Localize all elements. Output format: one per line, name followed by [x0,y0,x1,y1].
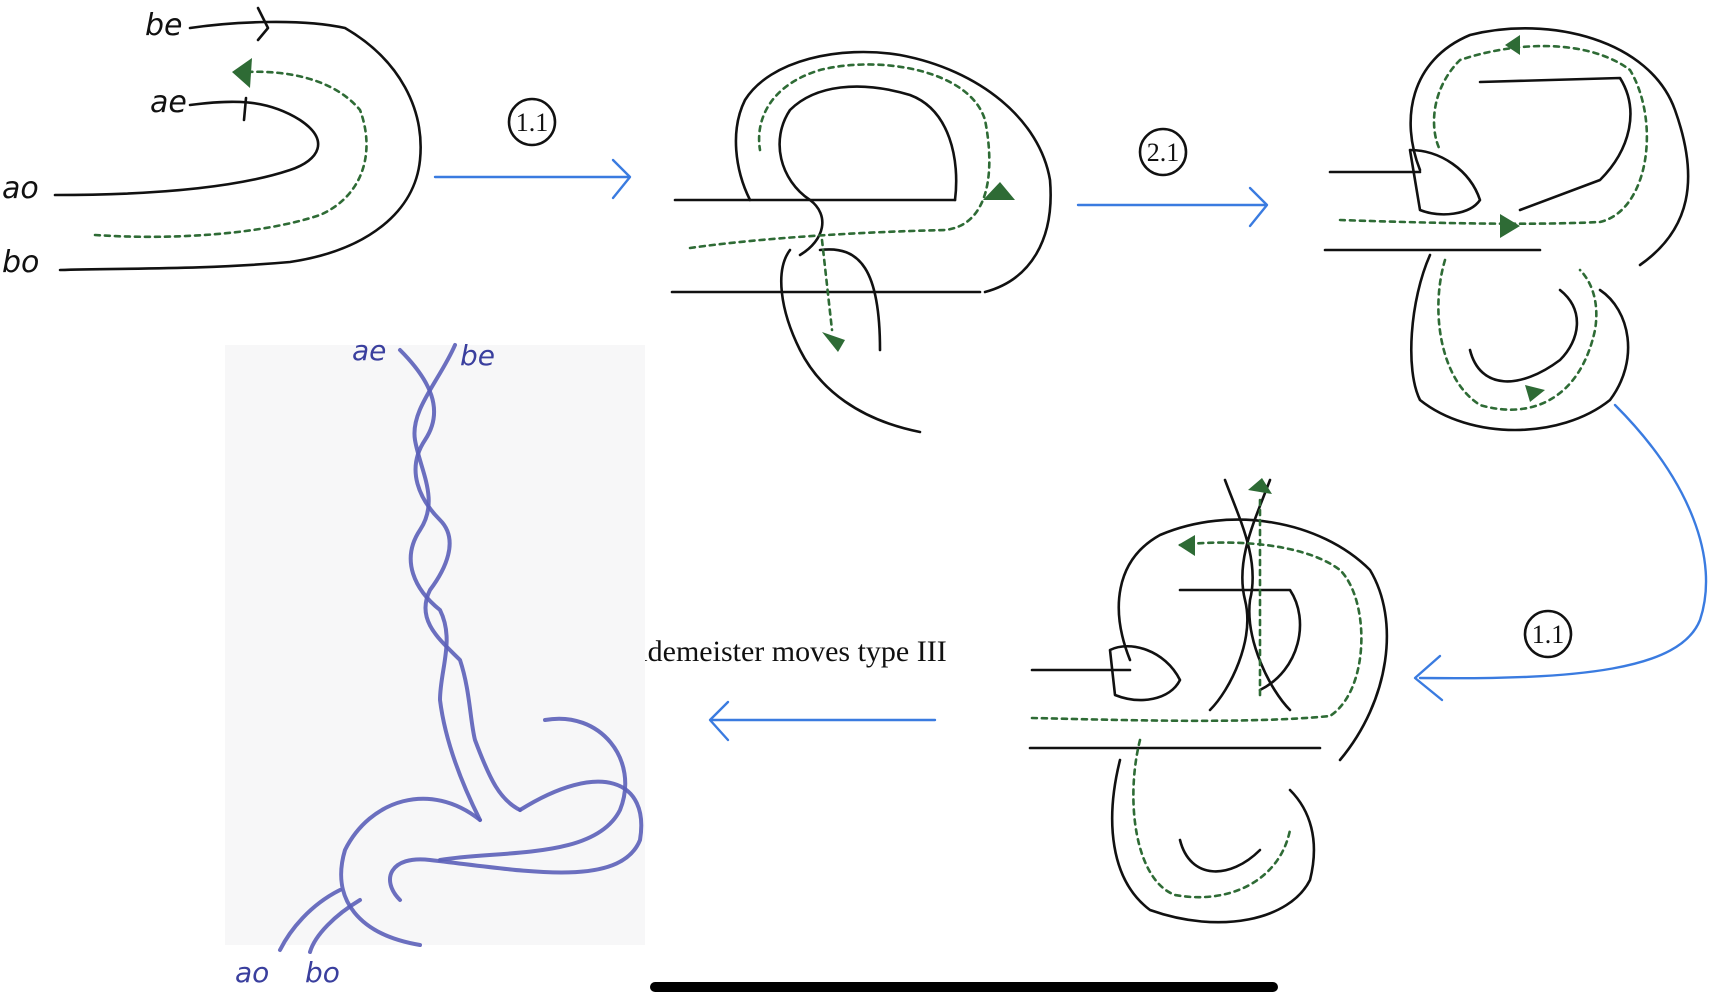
green-arrowhead-icon [232,58,252,88]
tick-mark [256,6,270,42]
stage-3-diagram [1323,27,1690,432]
transition-arrow-3: 1.1 [1413,403,1708,702]
loop-right [388,779,644,902]
arrowhead-icon [611,158,632,200]
green-dashed-down [820,238,834,332]
green-arrowhead-icon [983,182,1015,200]
twist-strand-1 [1223,478,1292,712]
tick-mark-2 [242,96,248,122]
inner-loop [778,85,958,257]
label-a-e: ae [150,85,187,120]
label-a-o: ao [2,171,39,206]
green-arrowhead-icon-2 [822,332,845,352]
outer-top-loop [1409,27,1690,267]
outer-loop [438,716,628,862]
outer-loop [734,50,1052,294]
twisted-strand-2 [408,343,482,822]
green-dashed-lower [1132,738,1292,899]
final-label-a-e: ae [352,334,386,367]
final-label-b-e: be [460,339,495,372]
outer-strand [58,20,422,272]
final-label-b-o: bo [305,956,340,989]
green-arrowhead-icon-2 [1505,35,1520,55]
arrowhead-icon [1413,654,1444,702]
tail-b-o [308,898,362,954]
green-dashed-path [1030,541,1363,723]
twist-strand-2 [1208,478,1272,712]
green-arrowhead-icon-2 [1178,535,1195,556]
outer-bottom-loop [1110,758,1316,924]
transition-arrow-2: 2.1 [1076,127,1269,228]
inner-bottom [1468,288,1579,383]
green-dashed-path [1338,44,1649,226]
stage-2-diagram [670,50,1052,434]
step-circle [1523,609,1573,659]
green-dashed-path [688,63,991,250]
home-indicator[interactable] [650,982,1278,992]
crossing-box [1408,148,1482,216]
tail-a-o [278,888,342,952]
scanned-paper-background [225,345,645,945]
stage-1-diagram: be ae ao bo [2,6,422,280]
green-dashed-path [93,70,368,239]
label-b-o: bo [2,245,39,280]
green-arrowhead-icon-3 [1525,385,1545,402]
stage-4-diagram [1028,478,1389,924]
inner-top [1478,76,1632,212]
crossing-box [1108,645,1182,702]
step-circle [1138,127,1188,177]
step-label-1: 1.1 [516,108,549,137]
loop-left [339,796,482,947]
arrowhead-icon [1248,186,1269,228]
lower-loop [780,248,922,434]
step-label-2: 2.1 [1147,138,1180,167]
step-circle [507,97,557,147]
transition-arrow-4: Reidemeister moves type III [606,635,947,742]
inner-bottom [1178,838,1262,873]
green-arrowhead-icon [1248,478,1272,494]
outer-top-loop [1117,518,1389,762]
inner-top [1178,588,1302,692]
final-label-a-o: ao [235,956,269,989]
caption-text: Reidemeister moves type III [606,635,947,668]
lower-right [818,248,882,352]
curved-arrow-line [1418,403,1708,680]
label-b-e: be [145,8,183,43]
step-label-3: 1.1 [1532,620,1565,649]
transition-arrow-1: 1.1 [433,97,632,200]
final-knot-diagram: ae be ao bo [225,334,645,989]
green-arrowhead-icon [1500,214,1520,238]
green-dashed-lower [1437,258,1598,411]
twisted-strand-1 [398,348,522,812]
arrowhead-icon [708,700,730,742]
inner-strand [53,100,320,197]
outer-bottom-loop [1409,253,1630,432]
